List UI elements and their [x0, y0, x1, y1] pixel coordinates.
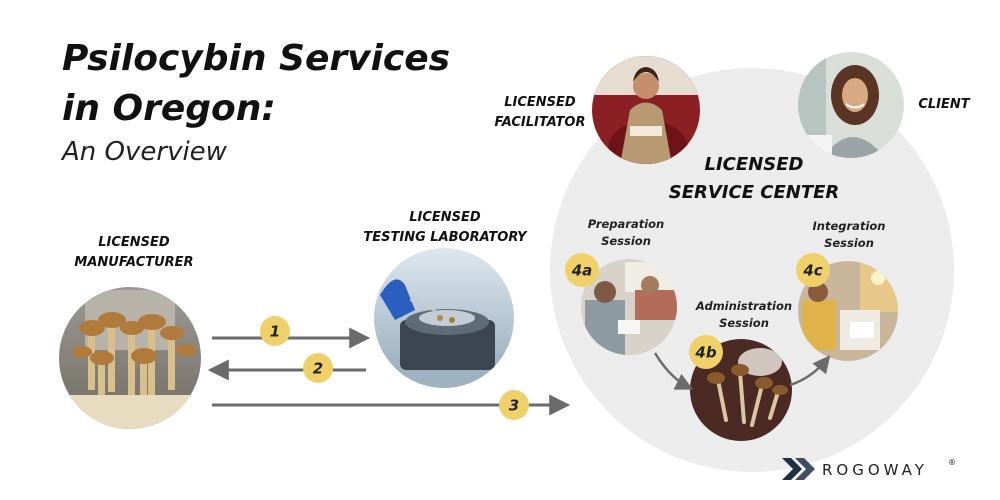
- integration-label-line-1: Integration: [813, 219, 886, 233]
- manufacturer-label-line-2: MANUFACTURER: [74, 255, 193, 270]
- integration-session-photo: [798, 261, 898, 361]
- rogoway-logo-text: ROGOWAY: [822, 461, 928, 479]
- step-badge-2: 2: [303, 353, 333, 383]
- mushroom-cluster-photo: [59, 287, 201, 429]
- step-badge-2-text: 2: [313, 360, 323, 378]
- rogoway-logo: ROGOWAY ®: [782, 458, 956, 480]
- session-badge-4b: 4b: [689, 335, 723, 369]
- session-badge-4c: 4c: [796, 253, 830, 287]
- facilitator-label-line-1: LICENSED: [504, 95, 576, 110]
- session-badge-4b-text: 4b: [694, 344, 716, 362]
- title-line-2: in Oregon:: [62, 88, 276, 129]
- title-line-1: Psilocybin Services: [62, 38, 450, 79]
- session-badge-4a-text: 4a: [571, 262, 593, 280]
- service-center-circle: [550, 68, 954, 472]
- title-subtitle: An Overview: [60, 137, 228, 167]
- laboratory-label-line-2: TESTING LABORATORY: [363, 230, 528, 245]
- laboratory-label-line-1: LICENSED: [409, 210, 481, 225]
- manufacturer-label-line-1: LICENSED: [98, 235, 170, 250]
- session-badge-4c-text: 4c: [802, 262, 822, 280]
- rogoway-logo-mark-icon: [782, 458, 815, 480]
- administration-label-line-1: Administration: [695, 299, 792, 313]
- step-badge-3: 3: [499, 390, 529, 420]
- client-portrait-photo: [798, 52, 904, 158]
- lab-sample-photo: [374, 248, 514, 388]
- arrow-admin-to-integration: [789, 355, 831, 387]
- session-badge-4a: 4a: [565, 253, 599, 287]
- arrow-prep-to-admin: [653, 352, 694, 390]
- step-badge-1-text: 1: [270, 323, 280, 341]
- client-label: CLIENT: [918, 97, 970, 112]
- service-center-label-line-2: SERVICE CENTER: [669, 182, 840, 203]
- facilitator-portrait-photo: [592, 56, 700, 164]
- step-badge-1: 1: [260, 316, 290, 346]
- preparation-label-line-1: Preparation: [588, 217, 665, 231]
- preparation-label-line-2: Session: [601, 234, 651, 248]
- facilitator-label-line-2: FACILITATOR: [495, 115, 586, 130]
- step-badge-3-text: 3: [509, 397, 519, 415]
- rogoway-logo-registered: ®: [948, 458, 956, 467]
- dried-mushrooms-photo: [690, 339, 792, 441]
- administration-label-line-2: Session: [719, 316, 769, 330]
- service-center-label-line-1: LICENSED: [705, 154, 804, 175]
- integration-label-line-2: Session: [824, 236, 874, 250]
- title-block: Psilocybin Services in Oregon: An Overvi…: [60, 38, 450, 167]
